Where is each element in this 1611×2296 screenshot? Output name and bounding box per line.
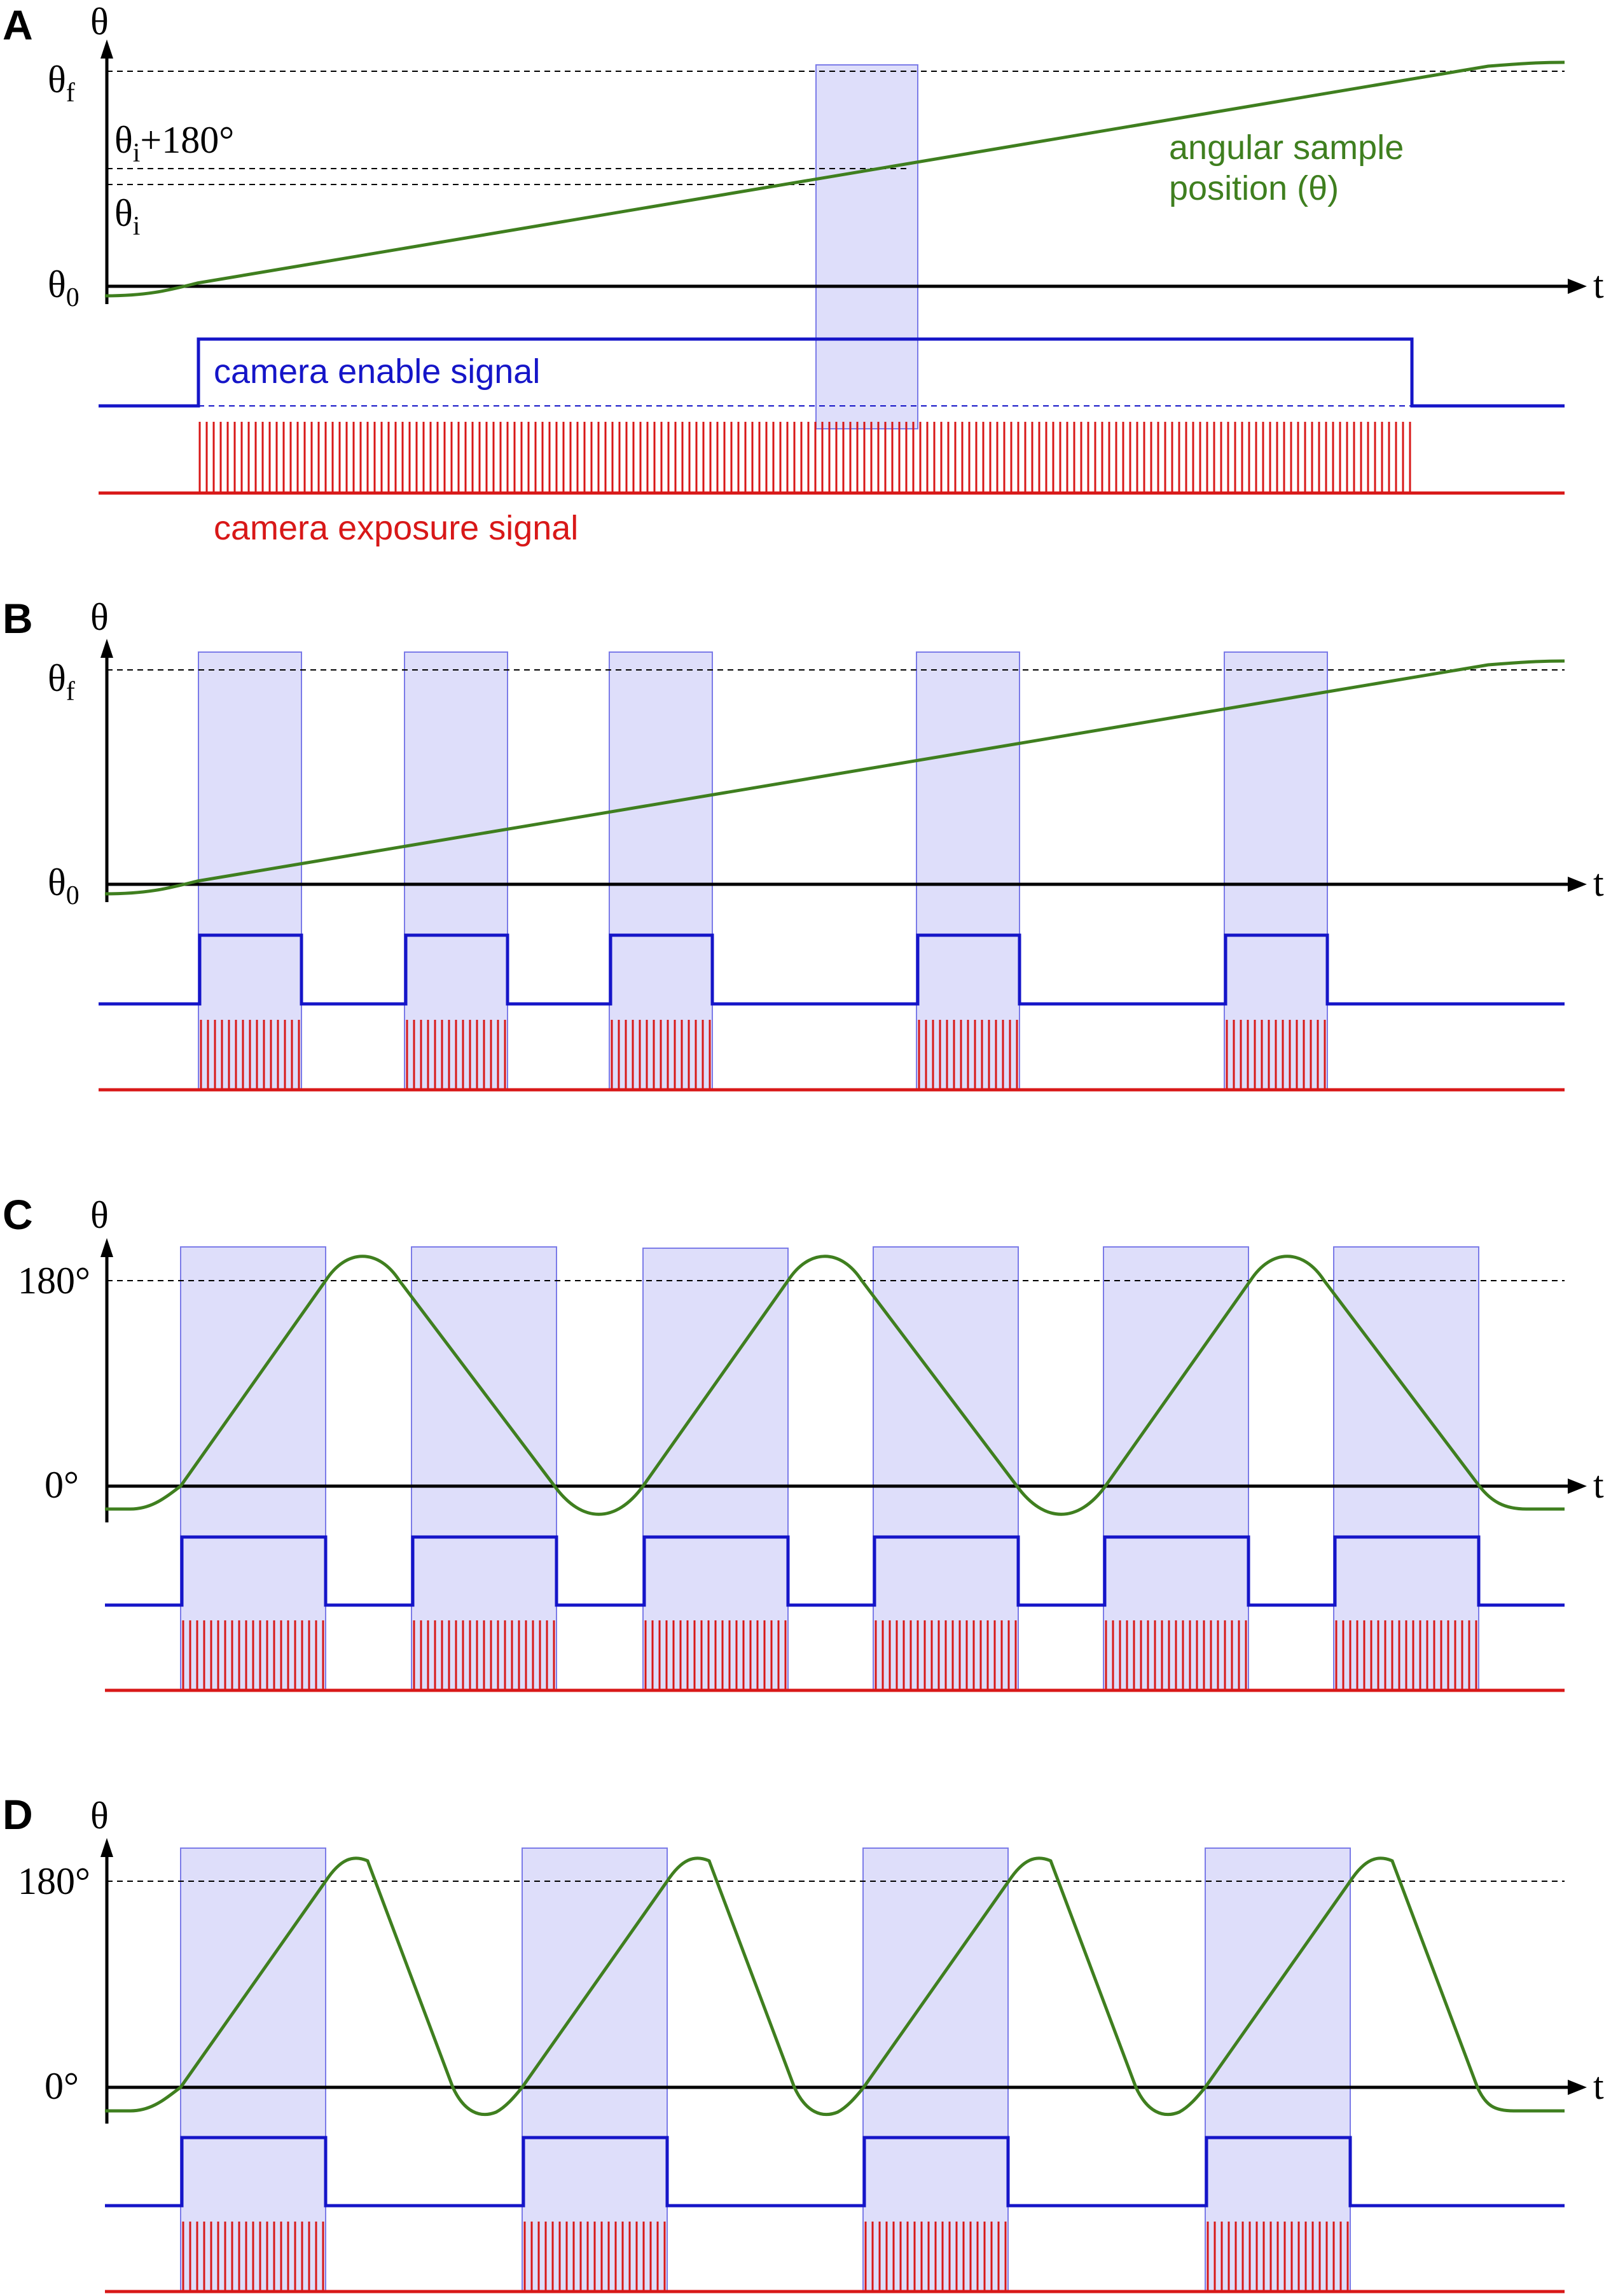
angle-curve [105,1856,1565,2117]
level-label-0: 0° [45,2065,79,2107]
panel-b: B θ t θf θ0 [3,595,1604,1092]
exposure-pulses [200,1020,300,1090]
y-axis-symbol: θ [90,1795,109,1837]
acquisition-window [642,1248,789,1691]
acquisition-window [1224,651,1328,1090]
exposure-pulses [918,1020,1018,1090]
acquisition-window [873,1246,1019,1691]
y-axis-arrow [100,39,113,59]
angle-curve [105,1255,1565,1516]
level-label-theta-f: θf [48,59,75,108]
x-axis-symbol: t [1593,1464,1604,1506]
acquisition-window [609,651,713,1090]
x-axis-symbol: t [1593,2065,1604,2107]
exposure-pulses [1207,2222,1349,2292]
y-axis-symbol: θ [90,1194,109,1236]
acquisition-window [916,651,1020,1090]
exposure-pulses [1335,1620,1477,1690]
x-axis-arrow [1568,1478,1587,1494]
acquisition-window [1333,1246,1479,1691]
enable-signal [99,337,1565,408]
panel-letter: A [3,1,33,48]
angle-curve-label-line2: position (θ) [1169,169,1339,207]
y-axis-symbol: θ [90,1,109,43]
y-axis-arrow [100,1838,113,1857]
x-axis-arrow [1568,279,1587,294]
y-axis-arrow [100,1238,113,1257]
level-label-0: 0° [45,1464,79,1506]
enable-signal [105,2136,1565,2208]
exposure-pulses [1105,1620,1247,1690]
angle-curve [104,60,1565,298]
acquisition-window [404,651,508,1090]
angle-curve-label-line1: angular sample [1169,129,1404,167]
exposure-pulses [1226,1020,1326,1090]
panel-letter: B [3,595,33,642]
y-axis-symbol: θ [90,596,109,638]
panel-letter: D [3,1791,33,1838]
panel-letter: C [3,1191,33,1238]
enable-signal [105,1535,1565,1607]
level-label-theta-i: θi [114,192,140,241]
x-axis-symbol: t [1593,264,1604,306]
acquisition-window [411,1246,557,1691]
exposure-pulses [198,422,1411,493]
exposure-pulses [182,2222,324,2292]
x-axis-arrow [1568,2080,1587,2095]
panel-a: A θ t θf θi+180° θi θ0 angular sample po… [3,1,1604,547]
level-label-theta-i180: θi+180° [114,119,234,168]
exposure-signal-label: camera exposure signal [214,509,578,547]
level-label-180: 180° [18,1260,90,1302]
acquisition-window [862,1847,1009,2292]
acquisition-window [180,1847,326,2292]
enable-signal-label: camera enable signal [214,352,540,391]
exposure-pulses [875,1620,1017,1690]
level-label-theta-f: θf [48,657,75,706]
exposure-pulses [406,1020,506,1090]
exposure-pulses [523,2222,666,2292]
exposure-pulses [611,1020,711,1090]
angle-curve [104,659,1565,896]
exposure-pulses [644,1620,787,1690]
exposure-pulses [864,2222,1007,2292]
level-label-180: 180° [18,1860,90,1902]
panel-c: C θ t 180° 0° [3,1191,1604,1692]
acquisition-window [522,1847,668,2292]
exposure-pulses [413,1620,555,1690]
acquisition-window [180,1246,326,1691]
acquisition-window [815,64,918,429]
panel-d: D θ t 180° 0° [3,1791,1604,2293]
y-axis-arrow [100,639,113,658]
level-label-theta-0: θ0 [48,861,80,910]
level-label-theta-0: θ0 [48,263,80,312]
enable-signal [99,933,1565,1006]
acquisition-window [1103,1246,1249,1691]
acquisition-window [1205,1847,1351,2292]
exposure-pulses [182,1620,324,1690]
x-axis-symbol: t [1593,862,1604,904]
x-axis-arrow [1568,877,1587,892]
